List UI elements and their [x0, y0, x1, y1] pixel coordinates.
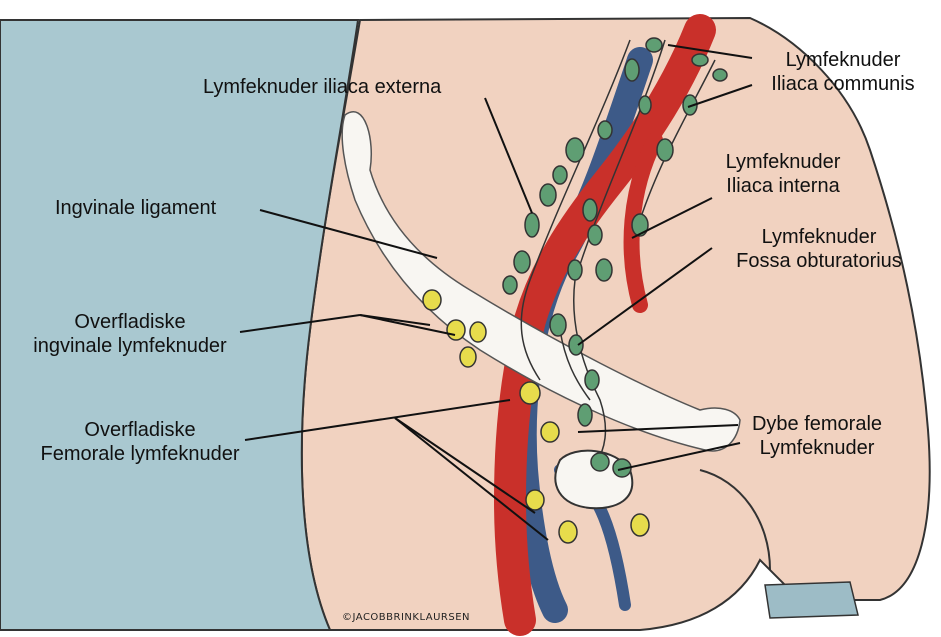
label-fossa-line1: Lymfeknuder [714, 225, 924, 249]
label-overfladiske-femorale-line2: Femorale lymfeknuder [20, 442, 260, 466]
label-iliaca-communis: Lymfeknuder Iliaca communis [758, 48, 928, 96]
label-iliaca-communis-line1: Lymfeknuder [758, 48, 928, 72]
label-fossa-obturatorius: Lymfeknuder Fossa obturatorius [714, 225, 924, 273]
bottom-right-patch [765, 582, 858, 618]
label-overfladiske-ingvinale: Overfladiske ingvinale lymfeknuder [5, 310, 255, 358]
label-dybe-femorale-line1: Dybe femorale [742, 412, 892, 436]
label-overfladiske-ingvinale-line1: Overfladiske [5, 310, 255, 334]
label-iliaca-interna-line2: Iliaca interna [718, 174, 848, 198]
label-iliaca-interna-line1: Lymfeknuder [718, 150, 848, 174]
label-overfladiske-femorale: Overfladiske Femorale lymfeknuder [20, 418, 260, 466]
label-overfladiske-femorale-line1: Overfladiske [20, 418, 260, 442]
label-iliaca-interna: Lymfeknuder Iliaca interna [718, 150, 848, 198]
label-iliaca-communis-line2: Iliaca communis [758, 72, 928, 96]
label-ingvinale-ligament: Ingvinale ligament [55, 196, 216, 220]
label-dybe-femorale: Dybe femorale Lymfeknuder [742, 412, 892, 460]
label-dybe-femorale-line2: Lymfeknuder [742, 436, 892, 460]
label-fossa-line2: Fossa obturatorius [714, 249, 924, 273]
label-iliaca-externa: Lymfeknuder iliaca externa [203, 75, 441, 99]
label-overfladiske-ingvinale-line2: ingvinale lymfeknuder [5, 334, 255, 358]
artist-signature: ©JACOBBRINKLAURSEN [342, 612, 470, 623]
